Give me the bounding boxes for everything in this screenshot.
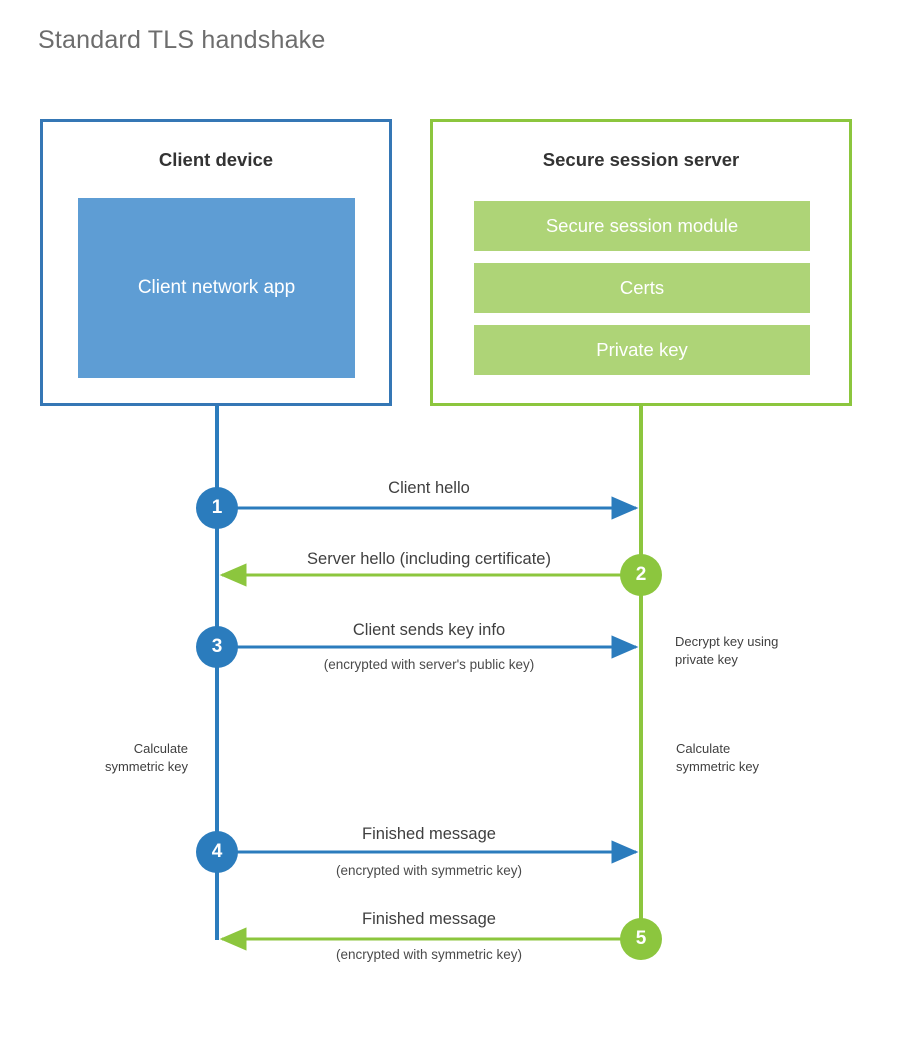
server-component-private-key: Private key [474, 325, 810, 375]
server-calculate-note-line-1: Calculate [676, 741, 731, 756]
step-3-label: Client sends key info [352, 621, 506, 639]
server-calculate-note-line-2: symmetric key [676, 758, 760, 774]
step-2-label: Server hello (including certificate) [307, 550, 551, 568]
step-marker-1[interactable]: 1 [196, 487, 238, 529]
page-title: Standard TLS handshake [38, 26, 326, 54]
server-calculate-symmetric-key-note: Calculate symmetric key [676, 740, 759, 775]
client-calculate-symmetric-key-note: Calculate symmetric key [60, 740, 188, 775]
server-component-list: Secure session module Certs Private key [474, 201, 810, 375]
server-decrypt-note: Decrypt key using private key [675, 633, 778, 668]
step-3-sublabel: (encrypted with server's public key) [323, 657, 535, 672]
step-5-label: Finished message [362, 910, 496, 928]
step-marker-5[interactable]: 5 [620, 918, 662, 960]
server-component-secure-session-module: Secure session module [474, 201, 810, 251]
step-marker-3[interactable]: 3 [196, 626, 238, 668]
client-network-app-block: Client network app [78, 198, 355, 378]
server-component-certs: Certs [474, 263, 810, 313]
secure-session-server-title: Secure session server [542, 149, 740, 170]
step-5-sublabel: (encrypted with symmetric key) [335, 947, 523, 962]
step-marker-4[interactable]: 4 [196, 831, 238, 873]
step-4-sublabel: (encrypted with symmetric key) [335, 863, 523, 878]
step-4-label: Finished message [362, 825, 496, 843]
server-decrypt-note-line-2: private key [675, 651, 738, 667]
client-calculate-note-line-2: symmetric key [104, 758, 188, 774]
server-decrypt-note-line-1: Decrypt key using [675, 634, 779, 649]
client-device-title: Client device [158, 149, 274, 170]
step-marker-2[interactable]: 2 [620, 554, 662, 596]
client-device-box: Client device Client network app [40, 119, 392, 406]
secure-session-server-box: Secure session server Secure session mod… [430, 119, 852, 406]
client-calculate-note-line-1: Calculate [133, 741, 188, 756]
step-1-label: Client hello [388, 479, 470, 497]
